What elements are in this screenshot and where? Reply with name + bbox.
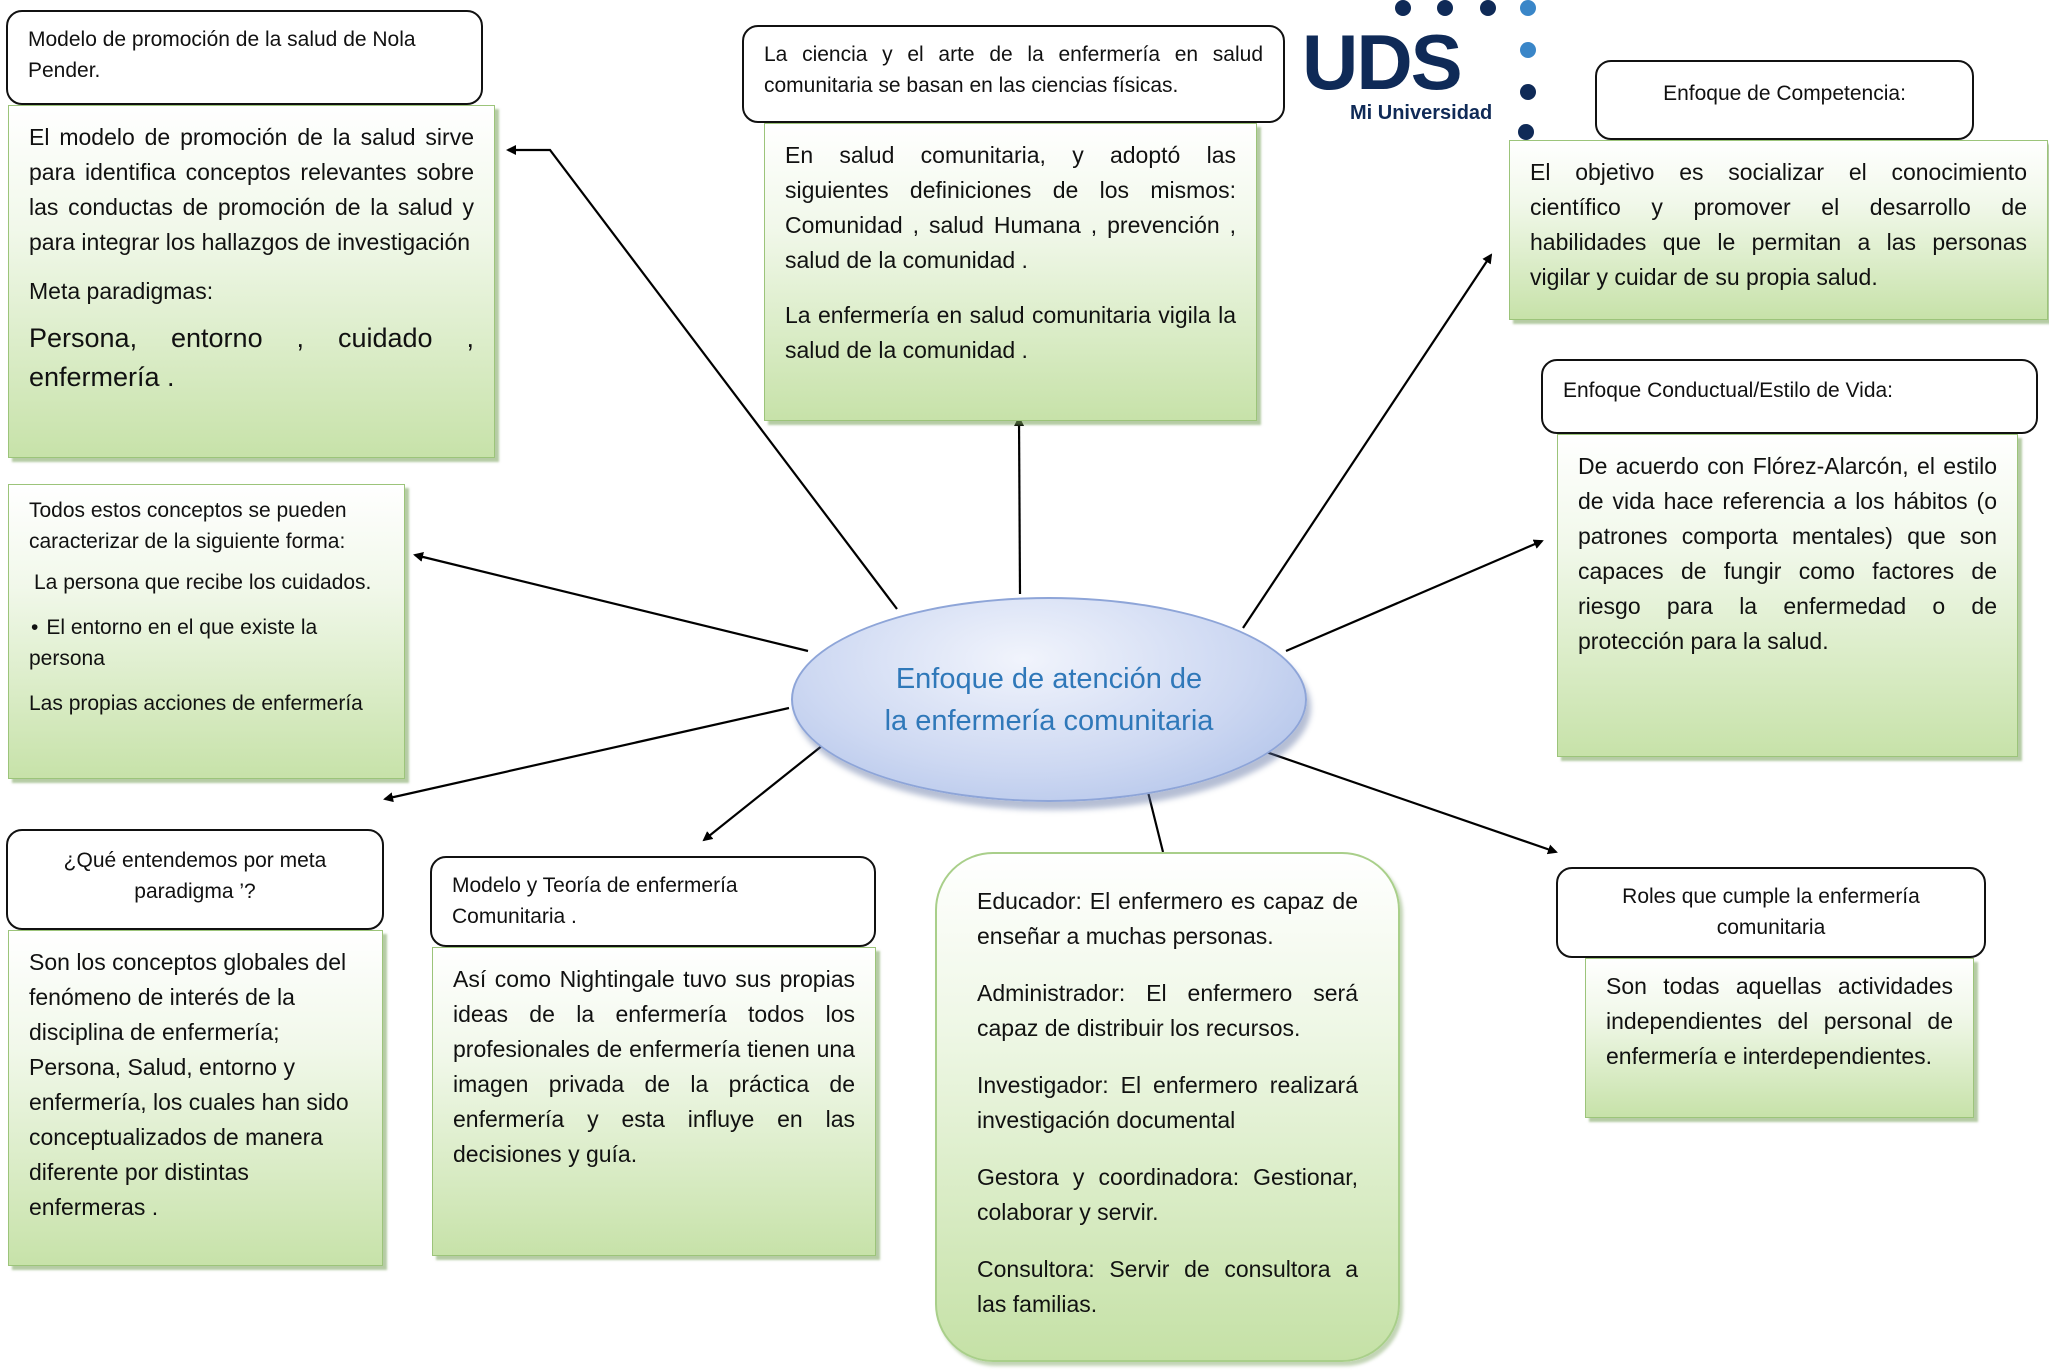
rol-consultora: Consultora: Servir de consultora a las f… [977, 1256, 1358, 1317]
logo-subtitle: Mi Universidad [1350, 102, 1493, 124]
logo-dot [1520, 0, 1536, 16]
uds-logo: UDS Mi Universidad [1302, 0, 1552, 140]
ciencia-p1: En salud comunitaria, y adoptó las sigui… [785, 142, 1236, 273]
competencia-title-text: Enfoque de Competencia: [1663, 82, 1906, 105]
central-topic-text: Enfoque de atención de la enfermería com… [884, 662, 1214, 737]
logo-dot [1520, 84, 1536, 100]
logo-dot [1518, 124, 1534, 140]
rol-investigador: Investigador: El enfermero realizará inv… [977, 1072, 1358, 1133]
ciencia-title-text: La ciencia y el arte de la enfermería en… [764, 43, 1263, 97]
meta-paradigma-title: ¿Qué entendemos por meta paradigma ’? [6, 829, 384, 930]
meta-paradigma-card: Son los conceptos globales del fenómeno … [8, 930, 383, 1266]
conductual-title-text: Enfoque Conductual/Estilo de Vida: [1563, 379, 1894, 402]
roles-card: Son todas aquellas actividades independi… [1585, 958, 1974, 1118]
meta-paradigma-body: Son los conceptos globales del fenómeno … [29, 949, 349, 1220]
logo-dot [1520, 42, 1536, 58]
arrow-to-ciencia [1014, 416, 1025, 595]
pender-meta-label: Meta paradigmas: [29, 278, 214, 304]
arrow-to-roles [1242, 742, 1558, 855]
competencia-title: Enfoque de Competencia: [1595, 60, 1974, 140]
conceptos-intro: Todos estos conceptos se pueden caracter… [29, 499, 347, 553]
logo-name: UDS [1302, 18, 1463, 106]
roles-title-text: Roles que cumple la enfermería comunitar… [1622, 885, 1920, 939]
rol-gestora: Gestora y coordinadora: Gestionar, colab… [977, 1164, 1358, 1225]
pender-card: El modelo de promoción de la salud sirve… [8, 105, 495, 458]
conceptos-item2: El entorno en el que existe la persona [29, 616, 318, 670]
conductual-card: De acuerdo con Flórez-Alarcón, el estilo… [1557, 434, 2018, 757]
conductual-title: Enfoque Conductual/Estilo de Vida: [1541, 359, 2038, 434]
ciencia-p2: La enfermería en salud comunitaria vigil… [785, 302, 1236, 363]
rol-educador: Educador: El enfermero es capaz de enseñ… [977, 888, 1358, 949]
pender-meta-list: Persona, entorno , cuidado , enfermería … [29, 323, 474, 392]
roles-body: Son todas aquellas actividades independi… [1606, 973, 1953, 1069]
pender-title-text: Modelo de promoción de la salud de Nola … [28, 28, 416, 82]
central-topic: Enfoque de atención de la enfermería com… [791, 597, 1307, 802]
pender-title: Modelo de promoción de la salud de Nola … [6, 10, 483, 105]
logo-dot [1437, 0, 1453, 16]
conceptos-card: Todos estos conceptos se pueden caracter… [8, 484, 405, 779]
logo-dot [1480, 0, 1496, 16]
rol-administrador: Administrador: El enfermero será capaz d… [977, 980, 1358, 1041]
arrow-to-competencia [1242, 253, 1493, 629]
modelo-teoria-body: Así como Nightingale tuvo sus propias id… [453, 966, 855, 1167]
conceptos-item1: La persona que recibe los cuidados. [34, 571, 372, 594]
arrow-to-pender [506, 145, 898, 610]
conceptos-item3: Las propias acciones de enfermería [29, 692, 363, 715]
ciencia-title: La ciencia y el arte de la enfermería en… [742, 25, 1285, 123]
roles-detalle-card: Educador: El enfermero es capaz de enseñ… [935, 852, 1400, 1362]
modelo-teoria-title: Modelo y Teoría de enfermería Comunitari… [430, 856, 876, 947]
bullet-icon: • [31, 616, 39, 639]
competencia-body: El objetivo es socializar el conocimient… [1530, 159, 2027, 290]
arrow-to-modelo-teoria [702, 744, 824, 842]
modelo-teoria-card: Así como Nightingale tuvo sus propias id… [432, 947, 876, 1256]
logo-dot [1395, 0, 1411, 16]
competencia-card: El objetivo es socializar el conocimient… [1509, 140, 2048, 320]
conductual-body: De acuerdo con Flórez-Alarcón, el estilo… [1578, 453, 1997, 654]
arrow-to-conceptos [413, 552, 809, 653]
roles-title: Roles que cumple la enfermería comunitar… [1556, 867, 1986, 958]
conceptos-item2-row: •El entorno en el que existe la persona [29, 612, 384, 674]
meta-paradigma-title-text: ¿Qué entendemos por meta paradigma ’? [63, 849, 327, 903]
ciencia-card: En salud comunitaria, y adoptó las sigui… [764, 123, 1257, 421]
arrow-to-conductual [1285, 539, 1544, 653]
arrow-to-meta-paradigma [383, 706, 790, 803]
pender-body: El modelo de promoción de la salud sirve… [29, 124, 474, 255]
line-to-roles-detalle [1146, 791, 1165, 853]
modelo-teoria-title-text: Modelo y Teoría de enfermería Comunitari… [452, 874, 738, 928]
